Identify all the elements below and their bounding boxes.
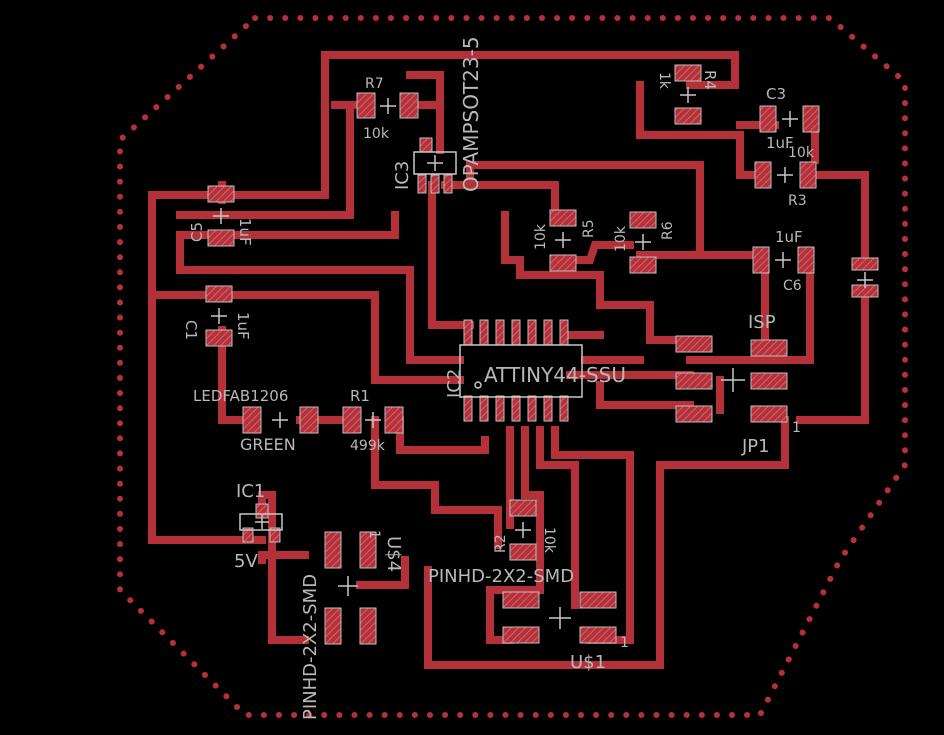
c3-value: 1uF: [766, 134, 794, 152]
u4-name: U$4: [383, 536, 404, 572]
r4-value: 1k: [656, 72, 672, 90]
u1-name: U$1: [570, 652, 606, 673]
u4-pin: 1: [366, 530, 382, 539]
ic1-name: IC1: [236, 481, 265, 502]
u4-value: PINHD-2X2-SMD: [300, 574, 321, 720]
r4-name: R4: [701, 70, 719, 90]
r7-value: 10k: [363, 126, 390, 142]
c1-value: 1uF: [234, 312, 252, 340]
led-value: LEDFAB1206: [193, 387, 288, 405]
r2-name: R2: [493, 534, 509, 553]
r5-name: R5: [581, 219, 597, 238]
r6-value: 10k: [613, 225, 629, 252]
c5-name: C5: [188, 222, 206, 242]
r2-value: 10k: [541, 527, 557, 554]
c3-name: C3: [766, 85, 786, 103]
jp1-name: JP1: [741, 436, 770, 457]
r6-name: R6: [660, 221, 676, 240]
r7-name: R7: [365, 76, 384, 92]
led-color: GREEN: [240, 435, 296, 454]
copper-pads: [205, 64, 879, 645]
c1-name: C1: [182, 320, 200, 340]
jp1-pin: 1: [792, 420, 801, 436]
c6-value: 1uF: [775, 228, 803, 246]
r3-value: 10k: [788, 145, 815, 161]
c5-value: 1uF: [236, 218, 254, 246]
isp-name: ISP: [748, 312, 776, 333]
ic3-value: OPAMPSOT23-5: [459, 36, 483, 192]
ic1-value: 5V: [234, 551, 258, 572]
c6-name: C6: [783, 278, 802, 294]
r1-value: 499k: [350, 438, 386, 454]
r5-value: 10k: [533, 223, 549, 250]
u1-value: PINHD-2X2-SMD: [428, 566, 574, 587]
component-labels: R7 10k IC3 OPAMPSOT23-5 1k R4 C3 1uF 10k…: [182, 36, 815, 720]
ic2-name: IC2: [444, 369, 465, 398]
board-outline: [117, 15, 908, 718]
r3-name: R3: [788, 193, 807, 209]
r1-name: R1: [350, 387, 370, 405]
ic3-name: IC3: [392, 161, 413, 190]
u1-pin: 1: [620, 635, 629, 651]
silkscreen: [211, 87, 873, 629]
ic2-value: ATTINY44-SSU: [484, 363, 626, 387]
